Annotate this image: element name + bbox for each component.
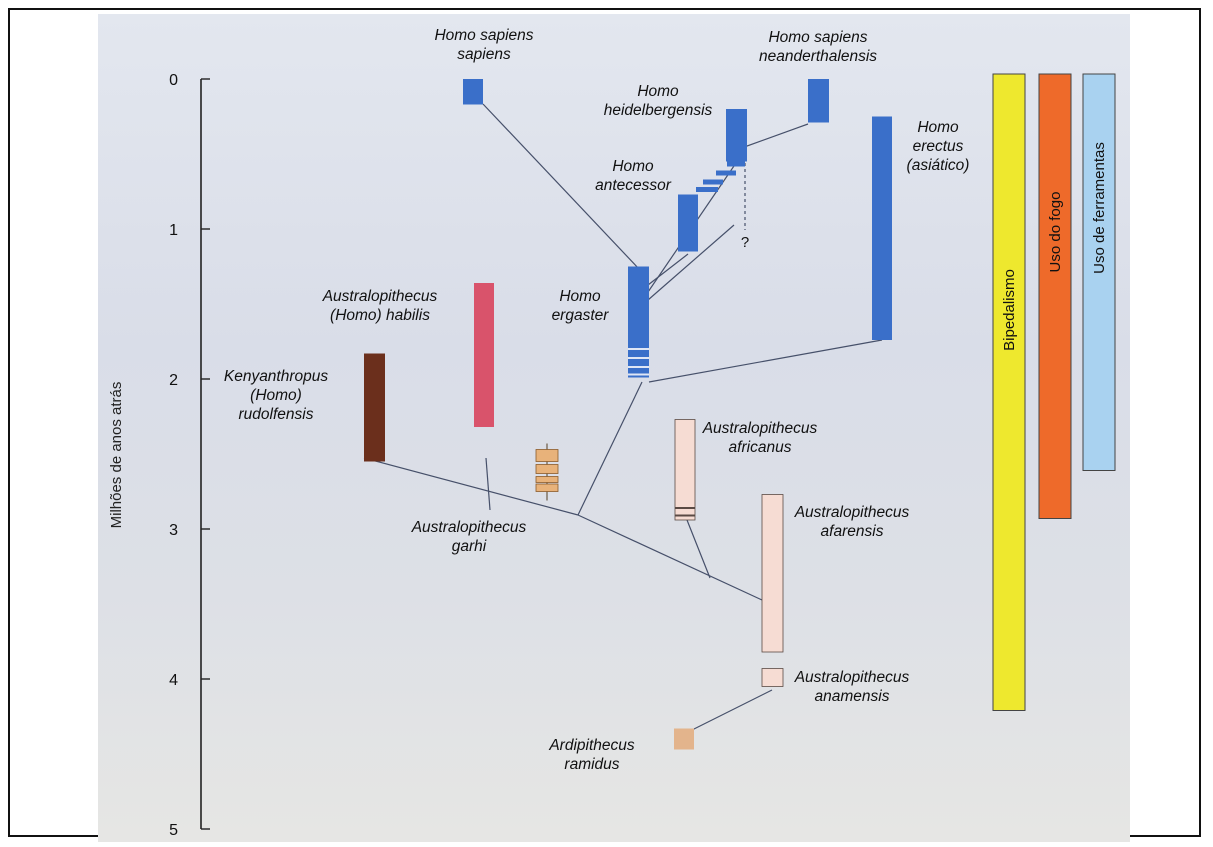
species-label-garhi: Australopithecus garhi	[411, 519, 527, 555]
species-label-habilis: Australopithecus (Homo) habilis	[322, 288, 438, 324]
lineage-connectors	[363, 103, 883, 734]
species-label-line: africanus	[729, 439, 792, 456]
background-photo	[98, 14, 1130, 842]
species-bar-africanus	[674, 419, 696, 521]
antecessor-step-bar	[716, 170, 736, 176]
species-bar-ramidus	[674, 728, 694, 750]
species-bar-rudolfensis	[364, 353, 385, 462]
lineage-connector	[686, 519, 711, 579]
species-bar-garhi	[535, 476, 559, 483]
species-bar-heidelbergensis	[726, 109, 747, 162]
lineage-connector	[485, 457, 491, 511]
species-label-line: Australopithecus	[702, 420, 818, 437]
species-label-ergaster: Homo ergaster	[552, 288, 610, 324]
uncertain-link-mark: ?	[741, 234, 749, 251]
trait-label-bipedalismo: Bipedalismo	[1001, 269, 1018, 351]
lineage-connector	[577, 381, 643, 516]
lineage-connector	[647, 253, 689, 286]
trait-bar-bipedalismo	[992, 73, 1026, 711]
antecessor-step-bar	[703, 179, 723, 185]
species-bars	[364, 79, 892, 750]
species-label-line: Homo	[612, 158, 654, 175]
species-label-line: Australopithecus	[794, 669, 910, 686]
species-bar-neanderthalensis	[808, 79, 829, 123]
species-label-line: Homo sapiens	[434, 27, 533, 44]
axis-tick-label: 1	[169, 222, 178, 239]
species-label-line: Homo	[559, 288, 601, 305]
species-label-line: Australopithecus	[411, 519, 527, 536]
species-label-africanus: Australopithecus africanus	[702, 420, 818, 456]
species-bar-antecessor	[678, 194, 698, 252]
trait-bar-ferramentas	[1082, 73, 1116, 471]
species-bar-erectus	[872, 116, 892, 340]
species-label-afarensis: Australopithecus afarensis	[794, 504, 910, 540]
lineage-connector	[482, 103, 641, 271]
species-label-line: anamensis	[815, 688, 890, 705]
species-label-rudolfensis: Kenyanthropus (Homo) rudolfensis	[224, 368, 329, 423]
lineage-connector	[648, 339, 883, 383]
axis-tick-label: 5	[169, 822, 178, 839]
species-bar-ergaster	[628, 266, 649, 378]
species-label-line: afarensis	[821, 523, 884, 540]
species-label-neanderthalensis: Homo sapiens neanderthalensis	[759, 29, 877, 65]
axis-tick-label: 2	[169, 372, 178, 389]
species-bar-anamensis	[761, 668, 784, 687]
trait-bars: Bipedalismo Uso do fogo Uso de ferramentas	[992, 73, 1116, 711]
species-label-line: (Homo)	[250, 387, 302, 404]
species-label-line: (asiático)	[907, 157, 970, 174]
species-labels: Homo sapiens sapiens Homo sapiens neanderth…	[224, 27, 970, 773]
axis-tick-label: 3	[169, 522, 178, 539]
species-bar-garhi	[535, 449, 559, 462]
species-label-line: heidelbergensis	[604, 102, 713, 119]
species-label-ramidus: Ardipithecus ramidus	[548, 737, 635, 773]
lineage-connector	[363, 457, 579, 516]
species-label-anamensis: Australopithecus anamensis	[794, 669, 910, 705]
lineage-connector	[735, 123, 809, 151]
species-label-line: antecessor	[595, 177, 672, 194]
lineage-connector	[647, 224, 735, 301]
species-label-line: Homo	[917, 119, 959, 136]
trait-label-ferramentas: Uso de ferramentas	[1091, 142, 1108, 274]
axis-label: Milhões de anos atrás	[108, 382, 125, 529]
lineage-connector	[685, 689, 773, 734]
species-label-line: Homo	[637, 83, 679, 100]
species-bar-sapiens	[463, 79, 483, 105]
axis-ticks: 0 1 2 3 4 5	[169, 72, 210, 839]
trait-label-fogo: Uso do fogo	[1047, 192, 1064, 273]
species-label-line: sapiens	[457, 46, 511, 63]
species-label-antecessor: Homo antecessor	[595, 158, 672, 194]
antecessor-step-bar	[696, 187, 718, 192]
species-label-sapiens: Homo sapiens sapiens	[434, 27, 533, 63]
time-axis: Milhões de anos atrás 0 1 2 3 4 5	[108, 72, 210, 839]
species-label-line: ramidus	[564, 756, 619, 773]
species-label-heidelbergensis: Homo heidelbergensis	[604, 83, 713, 119]
species-label-line: (Homo) habilis	[330, 307, 430, 324]
species-label-line: ergaster	[552, 307, 610, 324]
species-label-line: Australopithecus	[322, 288, 438, 305]
species-label-line: Australopithecus	[794, 504, 910, 521]
axis-tick-label: 0	[169, 72, 178, 89]
lineage-connector	[577, 514, 763, 601]
trait-bar-fogo	[1038, 73, 1072, 519]
species-label-erectus: Homo erectus (asiático)	[907, 119, 970, 174]
species-bar-afarensis	[761, 494, 784, 653]
antecessor-step-bar	[727, 161, 745, 167]
species-bar-habilis	[474, 283, 494, 427]
species-label-line: Kenyanthropus	[224, 368, 329, 385]
species-label-line: erectus	[913, 138, 964, 155]
species-label-line: Homo sapiens	[768, 29, 867, 46]
species-bar-garhi	[535, 483, 559, 492]
species-bar-garhi	[535, 464, 559, 474]
axis-tick-label: 4	[169, 672, 178, 689]
species-label-line: Ardipithecus	[548, 737, 635, 754]
species-label-line: rudolfensis	[239, 406, 314, 423]
species-label-line: neanderthalensis	[759, 48, 877, 65]
species-label-line: garhi	[452, 538, 487, 555]
